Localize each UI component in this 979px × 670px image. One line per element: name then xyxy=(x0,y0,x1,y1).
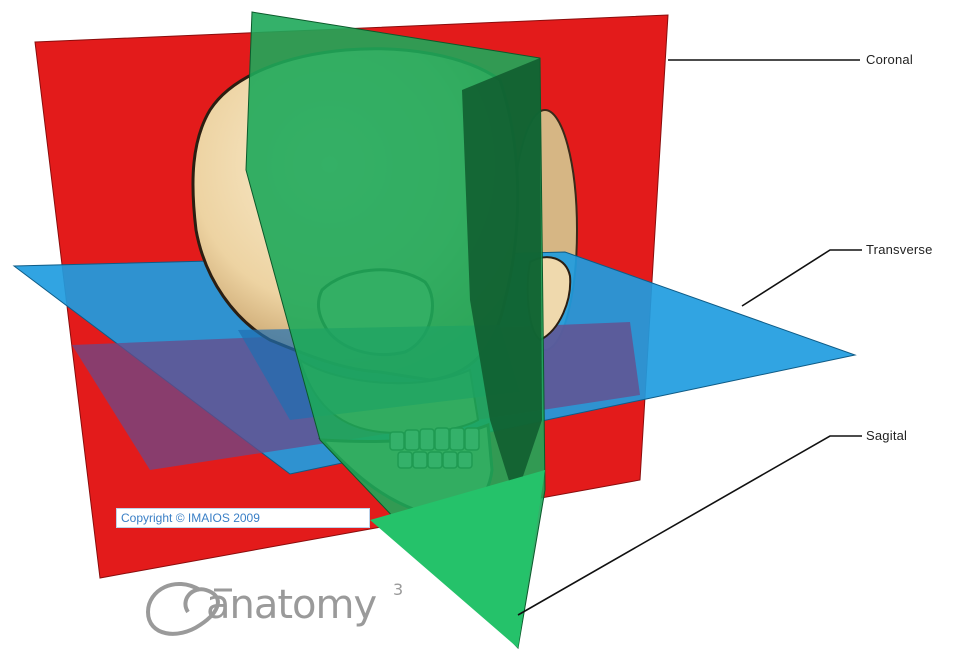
transverse-label: Transverse xyxy=(866,242,933,257)
logo-superscript: 3 xyxy=(393,580,403,599)
coronal-label: Coronal xyxy=(866,52,913,67)
sagittal-label: Sagital xyxy=(866,428,907,443)
copyright-notice: Copyright © IMAIOS 2009 xyxy=(116,508,370,528)
logo-text: anatomy xyxy=(206,582,376,628)
transverse-leader xyxy=(742,250,862,306)
